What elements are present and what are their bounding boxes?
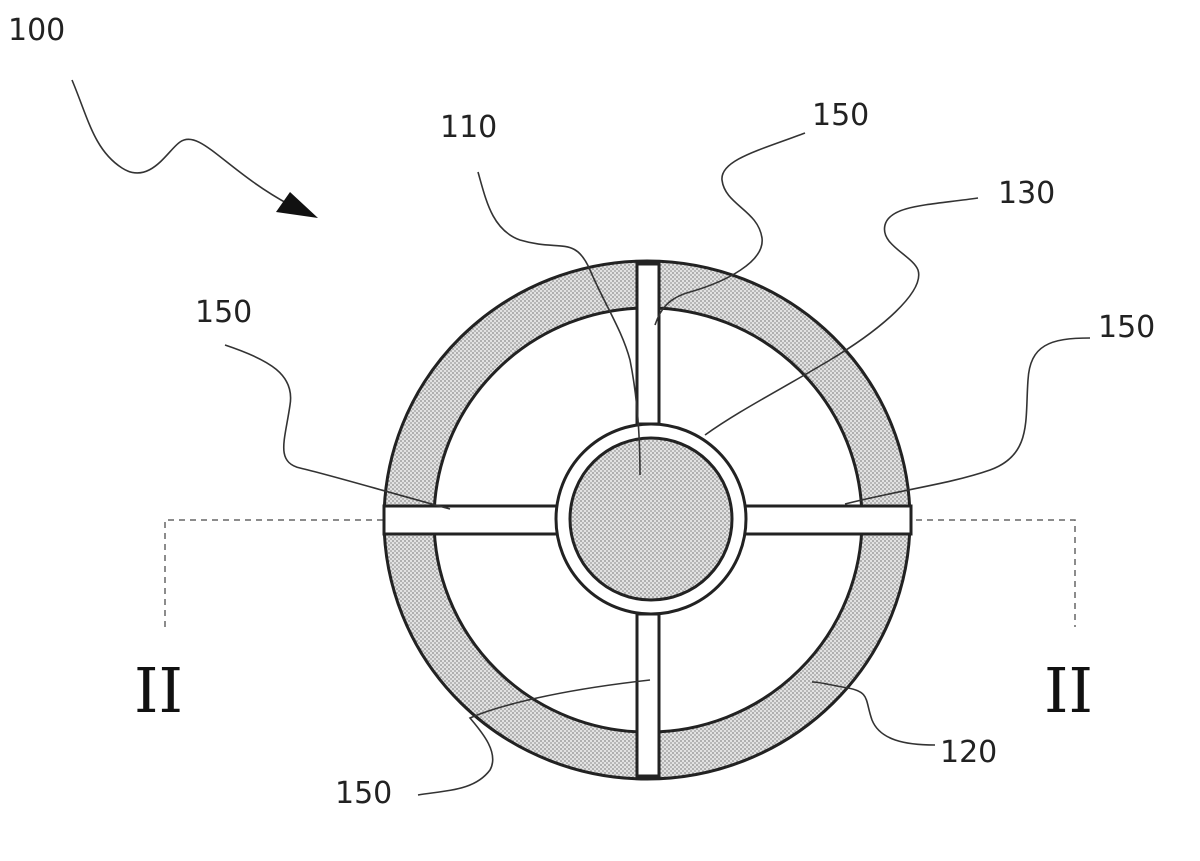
label-150-left: 150 (195, 295, 252, 330)
section-label-right: II (1044, 654, 1093, 727)
section-label-left: II (134, 654, 183, 727)
leader-110 (477, 171, 641, 476)
label-120: 120 (940, 735, 997, 770)
leader-130 (704, 197, 979, 436)
leader-150-top (654, 132, 806, 326)
center-core (568, 436, 734, 602)
spoke-right (739, 504, 913, 536)
label-150-top: 150 (812, 98, 869, 133)
leader-120 (811, 681, 936, 746)
label-110: 110 (440, 110, 497, 145)
label-150-bottom: 150 (335, 776, 392, 811)
leader-100 (71, 79, 291, 206)
spoke-left (382, 504, 560, 536)
spoke-bottom (635, 612, 661, 778)
leader-150-bottom (417, 679, 651, 796)
label-130: 130 (998, 176, 1055, 211)
leader-150-left (224, 344, 451, 510)
leader-150-right (844, 337, 1091, 505)
label-150-right: 150 (1098, 310, 1155, 345)
spoke-top (635, 262, 661, 426)
label-100: 100 (8, 13, 65, 48)
arrowhead-icon (276, 192, 318, 218)
